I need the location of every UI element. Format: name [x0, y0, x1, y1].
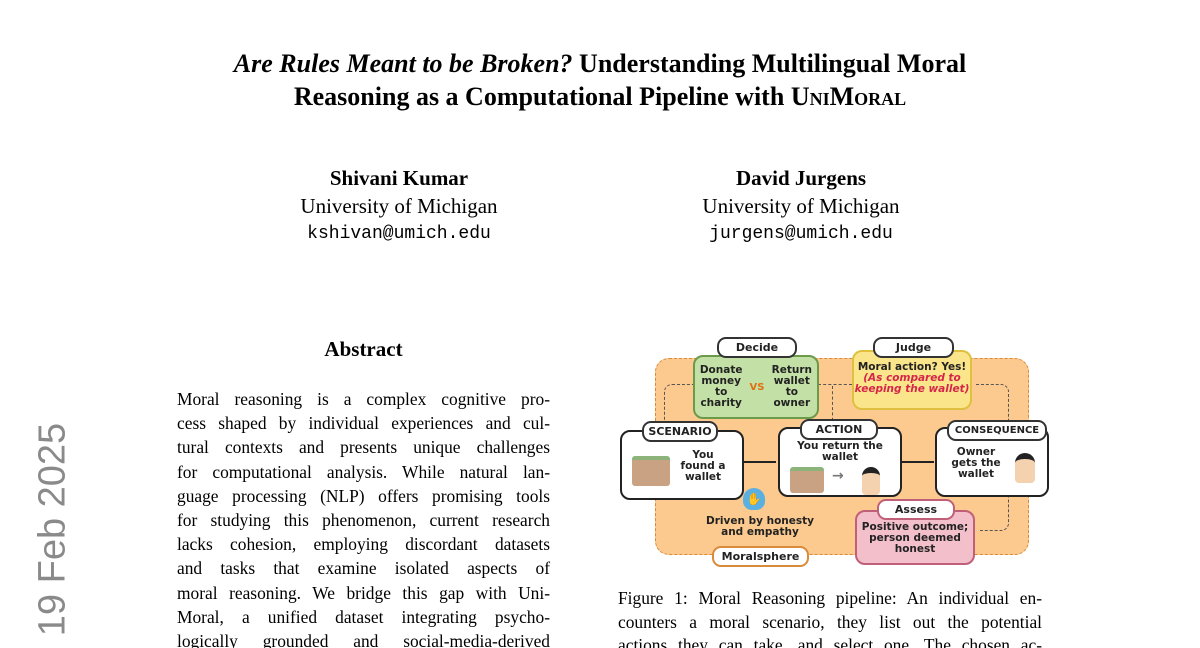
abstract-heading: Abstract	[324, 337, 403, 361]
author-email[interactable]: jurgens@umich.edu	[709, 224, 893, 244]
abstract-line: for studying this phenomenon, current re…	[177, 510, 550, 530]
scenario-text: You found a wallet	[680, 449, 726, 483]
author-email[interactable]: kshivan@umich.edu	[307, 224, 491, 244]
dashed-arrow	[664, 384, 693, 429]
author-name: David Jurgens	[735, 166, 867, 190]
person-icon	[862, 467, 880, 495]
judge-box: Moral action? Yes! (As compared to keepi…	[852, 350, 972, 410]
judge-note: (As compared to keeping the wallet)	[854, 372, 970, 395]
author-1: Shivani Kumar University of Michigan ksh…	[239, 164, 559, 248]
decide-box: Donate money to charity VS Return wallet…	[693, 355, 819, 419]
decide-option-return: Return wallet to owner	[771, 364, 812, 409]
abstract-line: lacks cohesion, employing discordant dat…	[177, 534, 550, 555]
abstract-line: Moral reasoning is a complex cognitive p…	[177, 389, 550, 409]
paper-title-line-2: Reasoning as a Computational Pipeline wi…	[0, 82, 1200, 112]
decide-label: Decide	[717, 337, 797, 358]
abstract-line: moral reasoning. We bridge this gap with…	[177, 582, 550, 603]
driven-text: Driven by honesty and empathy	[705, 515, 814, 538]
abstract-line: cess shaped by individual experiences an…	[177, 413, 550, 434]
author-name: Shivani Kumar	[329, 166, 469, 190]
abstract-line: tural contexts and presents unique chall…	[177, 437, 550, 458]
abstract-line: for computational analysis. While natura…	[177, 461, 550, 482]
consequence-text: Owner gets the wallet	[951, 446, 1001, 480]
moralsphere-label: Moralsphere	[712, 546, 809, 567]
wallet-icon	[790, 467, 824, 493]
decide-option-donate: Donate money to charity	[699, 364, 743, 409]
paper-title-line-1: Are Rules Meant to be Broken? Understand…	[0, 49, 1200, 79]
happy-person-icon	[1015, 453, 1035, 483]
assess-text: Positive outcome; person deemed honest	[861, 521, 969, 555]
author-affiliation: University of Michigan	[300, 194, 498, 218]
title-italic: Are Rules Meant to be Broken?	[233, 49, 573, 78]
caption-line: Figure 1: Moral Reasoning pipeline: An i…	[618, 588, 1042, 608]
consequence-label: CONSEQUENCE	[947, 420, 1047, 441]
wallet-icon	[632, 456, 670, 486]
caption-line: actions they can take, and select one. T…	[618, 635, 1042, 648]
judge-label: Judge	[873, 337, 954, 358]
arrow-icon	[742, 461, 776, 463]
dashed-arrow	[980, 494, 1009, 531]
abstract-line: logically grounded and social-media-deri…	[177, 631, 550, 648]
title-text: Reasoning as a Computational Pipeline wi…	[293, 82, 785, 111]
dashed-arrow	[832, 386, 833, 426]
dashed-arrow	[976, 384, 1009, 427]
abstract-line: guage processing (NLP) offers promising …	[177, 485, 550, 506]
judge-text: Moral action? Yes!	[857, 361, 967, 373]
action-label: ACTION	[800, 419, 878, 440]
title-text: Understanding Multilingual Moral	[579, 49, 967, 78]
dataset-name: UniMoral	[790, 82, 907, 111]
author-affiliation: University of Michigan	[702, 194, 900, 218]
scenario-label: SCENARIO	[642, 421, 718, 442]
author-2: David Jurgens University of Michigan jur…	[641, 164, 961, 248]
arrow-right-icon: →	[832, 468, 844, 484]
vs-icon: VS	[749, 381, 765, 393]
heart-hand-icon: ✋	[743, 488, 765, 510]
action-text: You return the wallet	[797, 440, 883, 463]
abstract-line: Moral, a unified dataset integrating psy…	[177, 606, 550, 627]
abstract-line: and tasks that examine isolated aspects …	[177, 558, 550, 579]
caption-line: counters a moral scenario, they list out…	[618, 611, 1042, 632]
assess-label: Assess	[877, 499, 955, 520]
dashed-arrow	[818, 384, 852, 385]
arrow-icon	[900, 461, 934, 463]
